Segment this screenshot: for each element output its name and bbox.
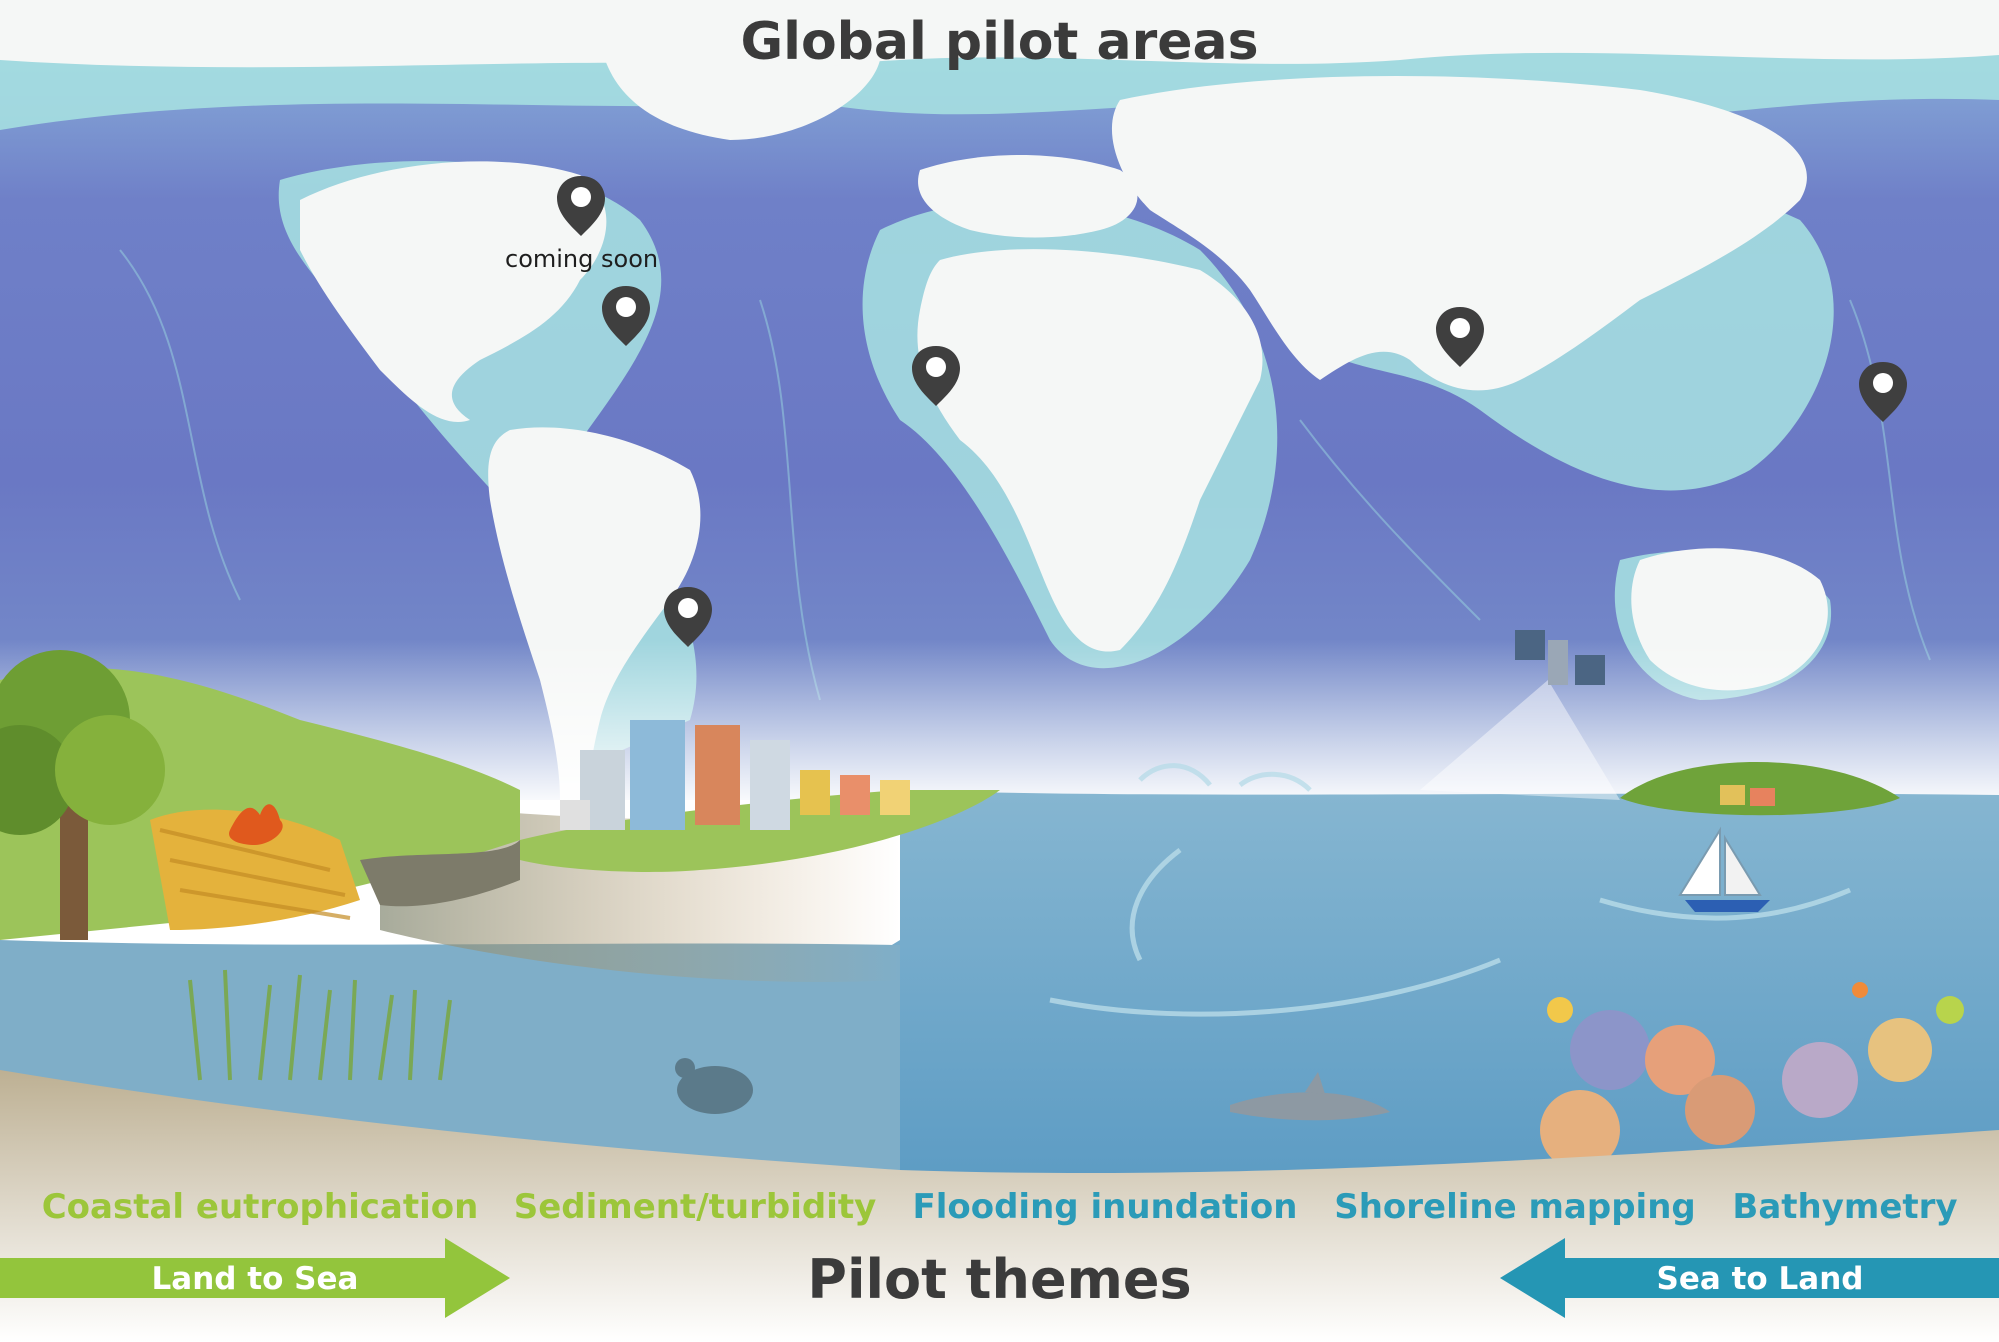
theme-sediment-turbidity[interactable]: Sediment/turbidity [505, 1187, 885, 1227]
coral-reef [1540, 982, 1964, 1170]
continents [0, 0, 1999, 800]
coming-soon-label: coming soon [505, 245, 659, 273]
seagrass [188, 969, 452, 1081]
south-america [488, 427, 701, 800]
north-america [300, 161, 607, 422]
sailboat-icon [1678, 826, 1770, 912]
theme-label: Bathymetry [1732, 1187, 1958, 1227]
town [520, 720, 1000, 872]
theme-label: Coastal eutrophication [41, 1187, 479, 1227]
land-to-sea-arrow [0, 1238, 510, 1318]
africa [917, 249, 1263, 652]
tree-icon [0, 650, 165, 940]
sea-to-land-label: Sea to Land [1656, 1261, 1864, 1297]
island [1620, 762, 1900, 816]
theme-shoreline-mapping[interactable]: Shoreline mapping [1330, 1187, 1700, 1227]
theme-label: Flooding inundation [912, 1187, 1298, 1227]
waves [1049, 763, 1851, 1017]
sea-to-land-arrow [1500, 1238, 1999, 1318]
antarctica-edge [0, 0, 1999, 70]
pilot-themes-heading: Pilot themes [807, 1248, 1192, 1311]
satellite-icon [1420, 630, 1620, 800]
europe [918, 155, 1138, 238]
page-title: Global pilot areas [740, 12, 1259, 72]
shark-icon [1230, 1072, 1390, 1121]
theme-label: Shoreline mapping [1334, 1187, 1696, 1227]
theme-coastal-eutrophication[interactable]: Coastal eutrophication [20, 1187, 500, 1227]
land-to-sea-label: Land to Sea [151, 1261, 359, 1297]
turtle-icon [675, 1058, 753, 1114]
theme-label: Sediment/turbidity [513, 1187, 877, 1227]
theme-bathymetry[interactable]: Bathymetry [1720, 1187, 1970, 1227]
asia [1111, 76, 1807, 391]
theme-flooding-inundation[interactable]: Flooding inundation [900, 1187, 1310, 1227]
fire-icon [229, 804, 283, 845]
